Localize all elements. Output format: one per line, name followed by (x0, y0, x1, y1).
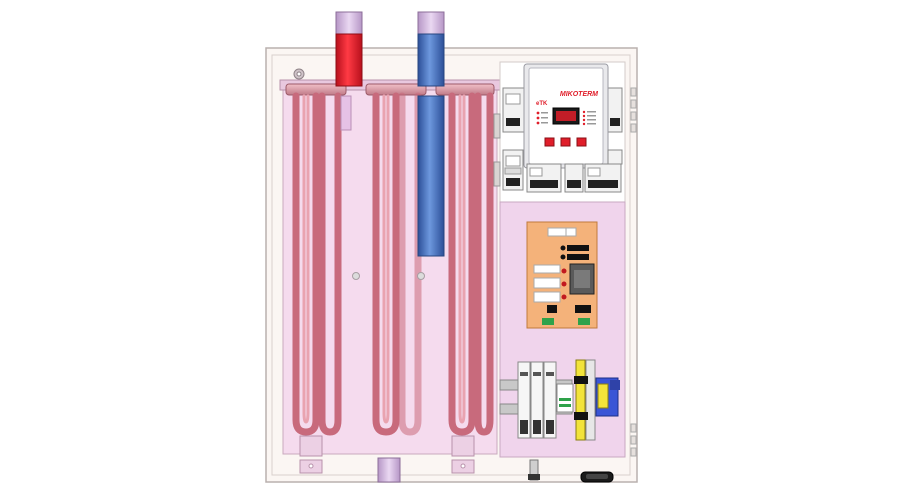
heating-element-icon (292, 92, 494, 436)
pcb-board (526, 221, 598, 329)
contactor-icon (502, 87, 526, 133)
heater-flanges (285, 83, 495, 96)
indicator-text-right (587, 111, 596, 125)
drain-pipe (377, 457, 401, 483)
cabinet-inner-frame (271, 54, 631, 476)
sensor-tube (340, 95, 352, 131)
controller-brand-label: MIKOTERM (560, 91, 598, 98)
controller-button-2[interactable] (560, 137, 571, 147)
controller-unit: MIKOTERM eTK (523, 63, 609, 169)
cold-inlet-pipe-cap (417, 11, 445, 37)
terminal-block-icon (574, 359, 620, 441)
power-connector (580, 471, 614, 483)
tank-markers (352, 272, 425, 280)
cold-inlet-internal-pipe (417, 95, 445, 257)
controller-button-3[interactable] (576, 137, 587, 147)
hot-outlet-pipe-cap (335, 11, 363, 37)
tank-foot-holes (308, 463, 466, 469)
tank-feet (299, 435, 475, 474)
hot-outlet-pipe (335, 33, 363, 87)
controller-button-1[interactable] (544, 137, 555, 147)
side-connectors (493, 113, 501, 187)
cold-inlet-pipe (417, 33, 445, 87)
controller-model-label: eTK (536, 101, 548, 107)
mounting-bolts (293, 68, 305, 80)
indicator-leds-right (582, 110, 586, 126)
cable-gland (528, 459, 540, 481)
indicator-text-left (541, 112, 548, 124)
breaker-icon (499, 361, 574, 439)
cabinet-latches (630, 87, 637, 457)
indicator-leds-left (536, 111, 540, 125)
relay-row (502, 149, 623, 193)
contactor-icon (607, 87, 623, 133)
